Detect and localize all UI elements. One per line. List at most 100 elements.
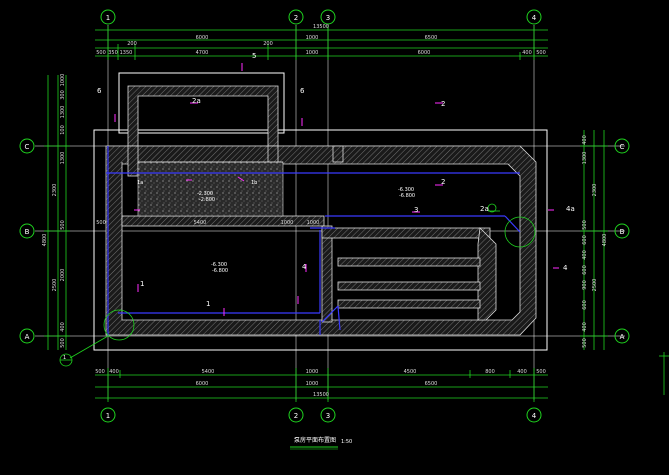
dim-bottom-detail-1: 400 <box>109 369 119 375</box>
dim-top-detail-2: 1350 <box>120 50 133 56</box>
dim-top-main-0: 6000 <box>196 35 209 41</box>
grid-label-3-bottom: 3 <box>326 412 330 420</box>
dim-interior-2: 1000 <box>281 220 294 226</box>
dim-right-part-0: 2300 <box>592 184 598 197</box>
label-3: 3 <box>414 206 418 214</box>
dim-left-detail-4: 1300 <box>60 152 66 165</box>
grid-label-4-bottom: 4 <box>532 412 537 420</box>
label-1b: 1b <box>251 180 257 186</box>
dim-bottom-detail-6: 400 <box>517 369 527 375</box>
labels: 5 6 6 2a 2 2 2a 3 4 4 4a 1 1 1a 1b -2.30… <box>97 52 575 308</box>
dim-top-mid-0: 200 <box>127 41 137 47</box>
dim-left-detail-7: 400 <box>60 322 66 332</box>
dim-bottom-main-2: 6500 <box>425 381 438 387</box>
grid-label-2-top: 2 <box>294 14 298 22</box>
interior-dims: 500 5400 1000 1000 <box>96 220 319 226</box>
dim-top-detail-0: 500 <box>96 50 106 56</box>
dim-left-outer: 4800 <box>42 234 48 247</box>
dim-top-detail-4: 1000 <box>306 50 319 56</box>
label-1a: 1a <box>137 180 143 186</box>
section-6-right-label: 6 <box>300 87 305 95</box>
label-4-left: 4 <box>302 263 307 271</box>
dim-left-detail-5: 500 <box>60 220 66 230</box>
grid-label-a-left: A <box>25 333 30 341</box>
dim-right-detail-8: 400 <box>582 322 588 332</box>
elev-left: -2.300 <box>197 191 213 197</box>
dim-bottom-detail-2: 5400 <box>202 369 215 375</box>
grid-label-1-bottom: 1 <box>106 412 110 420</box>
dim-left-detail-8: 500 <box>60 338 66 348</box>
dim-bottom-main-1: 1000 <box>306 381 319 387</box>
dimensions-left: 4800 2300 2500 1000 300 1300 100 1300 50… <box>42 74 70 350</box>
drawing-scale: 1:50 <box>341 439 352 445</box>
label-1-bottom: 1 <box>206 300 210 308</box>
dim-left-detail-0: 1000 <box>60 74 66 87</box>
dim-bottom-detail-0: 500 <box>95 369 105 375</box>
dim-top-detail-7: 500 <box>536 50 546 56</box>
dimensions-top: 13500 200 200 6000 1000 6500 500 350 135… <box>95 24 548 60</box>
dim-left-detail-3: 100 <box>60 125 66 135</box>
dim-right-detail-9: 500 <box>582 338 588 348</box>
grid-axes <box>35 25 625 400</box>
dim-top-mid-1: 200 <box>263 41 273 47</box>
grid-label-c-right: C <box>620 143 625 151</box>
dim-bottom-detail-4: 4500 <box>404 369 417 375</box>
label-1-left: 1 <box>140 280 144 288</box>
elev-main-sub: -6.800 <box>212 268 228 274</box>
grid-label-b-left: B <box>25 228 30 236</box>
dim-bottom-main-0: 6000 <box>196 381 209 387</box>
dim-top-detail-3: 4700 <box>196 50 209 56</box>
elev-right: -6.300 <box>398 187 414 193</box>
dim-right-detail-7: 600 <box>582 300 588 310</box>
detail-callouts: 1 <box>59 203 536 367</box>
dim-right-detail-4: 400 <box>582 250 588 260</box>
dim-right-detail-5: 600 <box>582 265 588 275</box>
dim-bottom-detail-5: 800 <box>485 369 495 375</box>
dim-left-detail-2: 1300 <box>60 106 66 119</box>
dim-top-total: 13500 <box>313 24 329 30</box>
section-5-label: 5 <box>252 52 256 60</box>
dim-left-part-0: 2300 <box>52 184 58 197</box>
grid-label-b-right: B <box>620 228 625 236</box>
dim-bottom-detail-7: 500 <box>536 369 546 375</box>
dim-top-detail-5: 6000 <box>418 50 431 56</box>
dim-left-part-1: 2500 <box>52 279 58 292</box>
dim-top-detail-6: 400 <box>522 50 532 56</box>
filled-zone <box>137 161 284 217</box>
dim-top-main-2: 6500 <box>425 35 438 41</box>
grid-bubbles-sides: C B A C B A <box>19 138 630 344</box>
walls <box>105 85 537 336</box>
dim-interior-1: 5400 <box>194 220 207 226</box>
grid-label-4-top: 4 <box>532 14 537 22</box>
slab-outline <box>93 72 548 351</box>
dim-top-detail-1: 350 <box>108 50 118 56</box>
elev-main: -6.300 <box>211 262 227 268</box>
dim-interior-3: 1000 <box>307 220 320 226</box>
section-ticks <box>114 63 559 316</box>
label-4a: 4a <box>566 205 575 213</box>
dim-right-detail-6: 900 <box>582 280 588 290</box>
grid-label-a-right: A <box>620 333 625 341</box>
dim-bottom-detail-3: 1000 <box>306 369 319 375</box>
dim-right-detail-3: 600 <box>582 235 588 245</box>
dim-right-detail-2: 500 <box>582 220 588 230</box>
dimensions-bottom: 500 400 5400 1000 4500 800 400 500 6000 … <box>95 368 548 402</box>
dim-left-detail-6: 2000 <box>60 269 66 282</box>
dim-right-part-1: 2500 <box>592 279 598 292</box>
label-4-right: 4 <box>563 264 568 272</box>
dim-interior-0: 500 <box>96 220 106 226</box>
elev-right-sub: -6.800 <box>399 193 415 199</box>
drawing-title-text: 泵房平面布置图 <box>294 436 336 444</box>
section-6-left-label: 6 <box>97 87 102 95</box>
grid-bubbles-top: 1 2 3 4 <box>100 9 542 25</box>
dim-right-outer: 4800 <box>602 234 608 247</box>
grid-label-2-bottom: 2 <box>294 412 298 420</box>
grid-label-3-top: 3 <box>326 14 330 22</box>
label-2-mid: 2 <box>441 178 445 186</box>
dim-bottom-total: 13500 <box>313 392 329 398</box>
grid-bubbles-bottom: 1 2 3 4 <box>100 407 542 423</box>
dim-right-detail-0: 400 <box>582 135 588 145</box>
dim-left-detail-1: 300 <box>60 90 66 100</box>
label-2-top: 2 <box>441 100 445 108</box>
